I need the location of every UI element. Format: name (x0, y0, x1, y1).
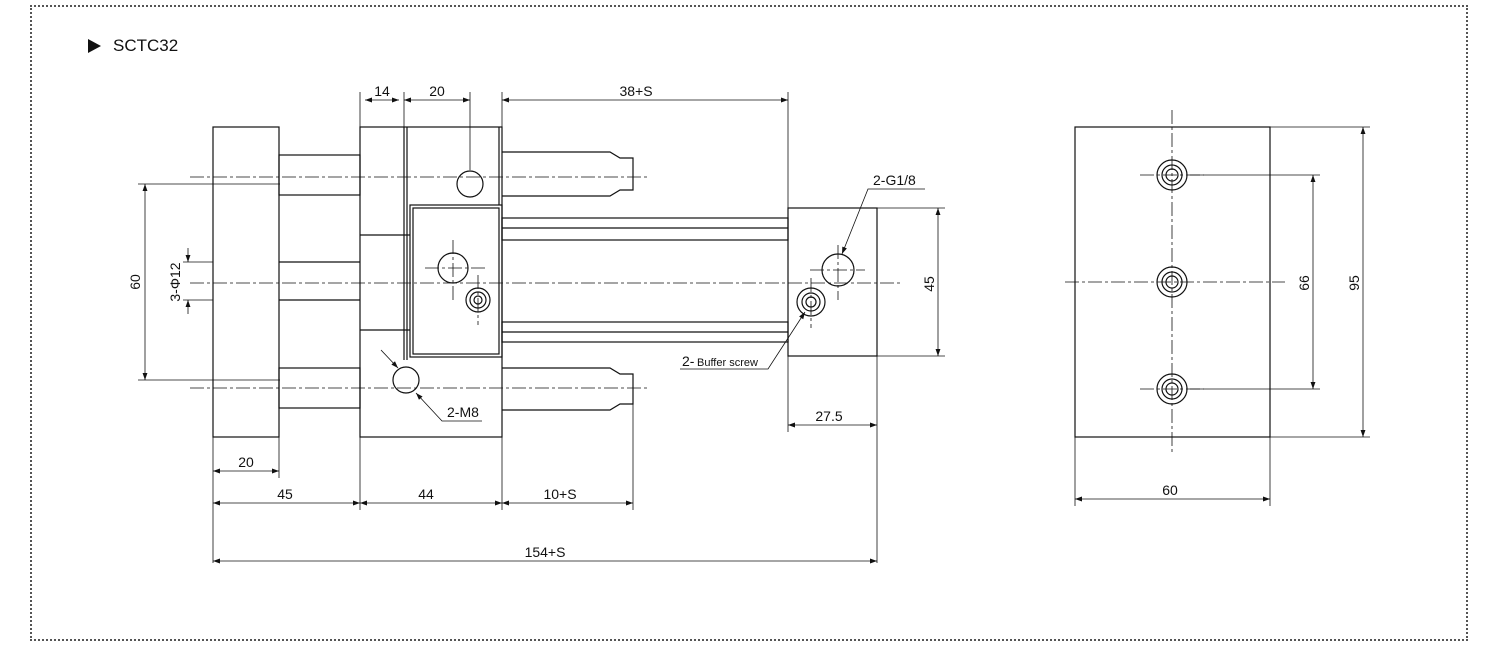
dim-14: 14 (374, 83, 390, 99)
dim-95: 95 (1346, 275, 1362, 291)
dim-60-left: 60 (127, 274, 143, 290)
dim-10-s: 10+S (543, 486, 576, 502)
dim-45-bottom: 45 (277, 486, 293, 502)
model-name: SCTC32 (113, 36, 179, 55)
m8-hole (392, 366, 420, 394)
dim-66: 66 (1296, 275, 1312, 291)
dim-27-5: 27.5 (815, 408, 842, 424)
head-block (787, 207, 878, 357)
upper-guide-rod (278, 154, 361, 196)
front-center-lines (190, 176, 900, 389)
dim-44: 44 (418, 486, 434, 502)
dim-60-bottom: 60 (1162, 482, 1178, 498)
piston-rod (501, 217, 789, 241)
buffer-prefix: 2- (682, 353, 695, 369)
side-view (1074, 126, 1271, 438)
dim-g18: 2-G1/8 (873, 172, 916, 188)
side-dimensions (1074, 126, 1370, 506)
front-dimension-labels: 14 20 38+S 2-G1/8 60 3-Φ12 45 2- Buffer … (127, 83, 937, 560)
lower-extension-rod (502, 367, 634, 411)
drawing-frame (30, 5, 1468, 641)
slide-block (409, 204, 503, 358)
triangle-marker-icon (88, 39, 101, 53)
dim-m8: 2-M8 (447, 404, 479, 420)
side-plate (1074, 126, 1271, 438)
dim-20-top: 20 (429, 83, 445, 99)
dim-phi12: 3-Φ12 (167, 262, 183, 301)
upper-extension-rod (502, 151, 634, 197)
buffer-screw-label: Buffer screw (697, 357, 758, 369)
front-view (212, 126, 878, 438)
front-dimensions (138, 92, 945, 564)
dim-154-s: 154+S (525, 544, 566, 560)
dim-45-right: 45 (921, 276, 937, 292)
side-dimension-labels: 66 95 60 (1162, 275, 1362, 498)
dim-20-bottom: 20 (238, 454, 254, 470)
cylinder-body (359, 126, 503, 438)
side-center-lines (1065, 110, 1285, 452)
end-plate (212, 126, 280, 438)
port-hole (456, 170, 484, 198)
dim-38-s: 38+S (619, 83, 652, 99)
drawing-title: SCTC32 (88, 34, 178, 58)
